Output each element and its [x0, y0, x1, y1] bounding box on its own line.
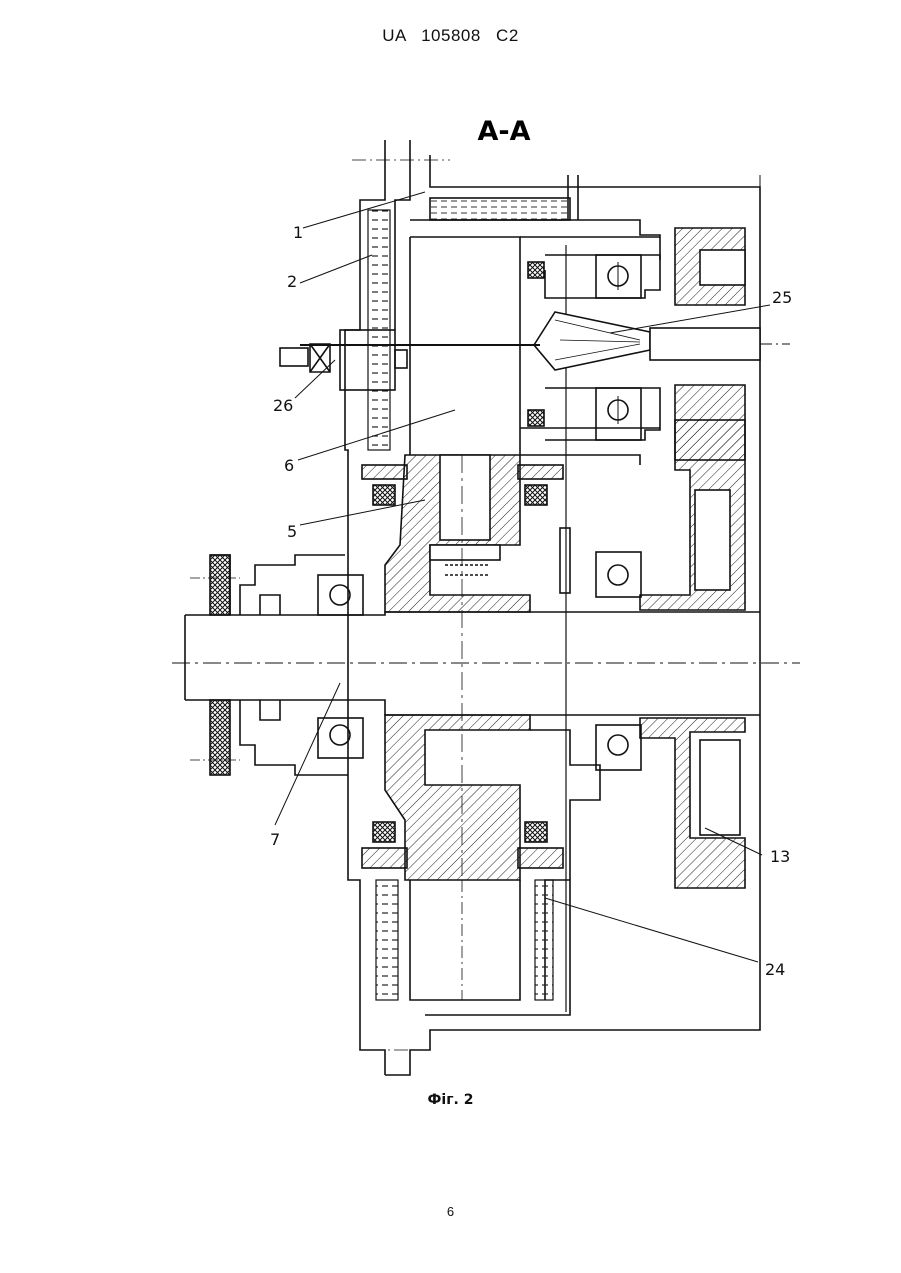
- page-number: 6: [0, 1204, 901, 1219]
- part-label-7: 7: [270, 830, 280, 849]
- part-label-26: 26: [273, 396, 293, 415]
- part-label-1: 1: [293, 223, 303, 242]
- part-label-6: 6: [284, 456, 294, 475]
- part-label-13: 13: [770, 847, 790, 866]
- part-label-24: 24: [765, 960, 785, 979]
- figure-caption: Фіг. 2: [0, 1092, 901, 1108]
- part-label-2: 2: [287, 272, 297, 291]
- part-label-5: 5: [287, 522, 297, 541]
- section-title: A-A: [478, 116, 531, 147]
- part-label-25: 25: [772, 288, 792, 307]
